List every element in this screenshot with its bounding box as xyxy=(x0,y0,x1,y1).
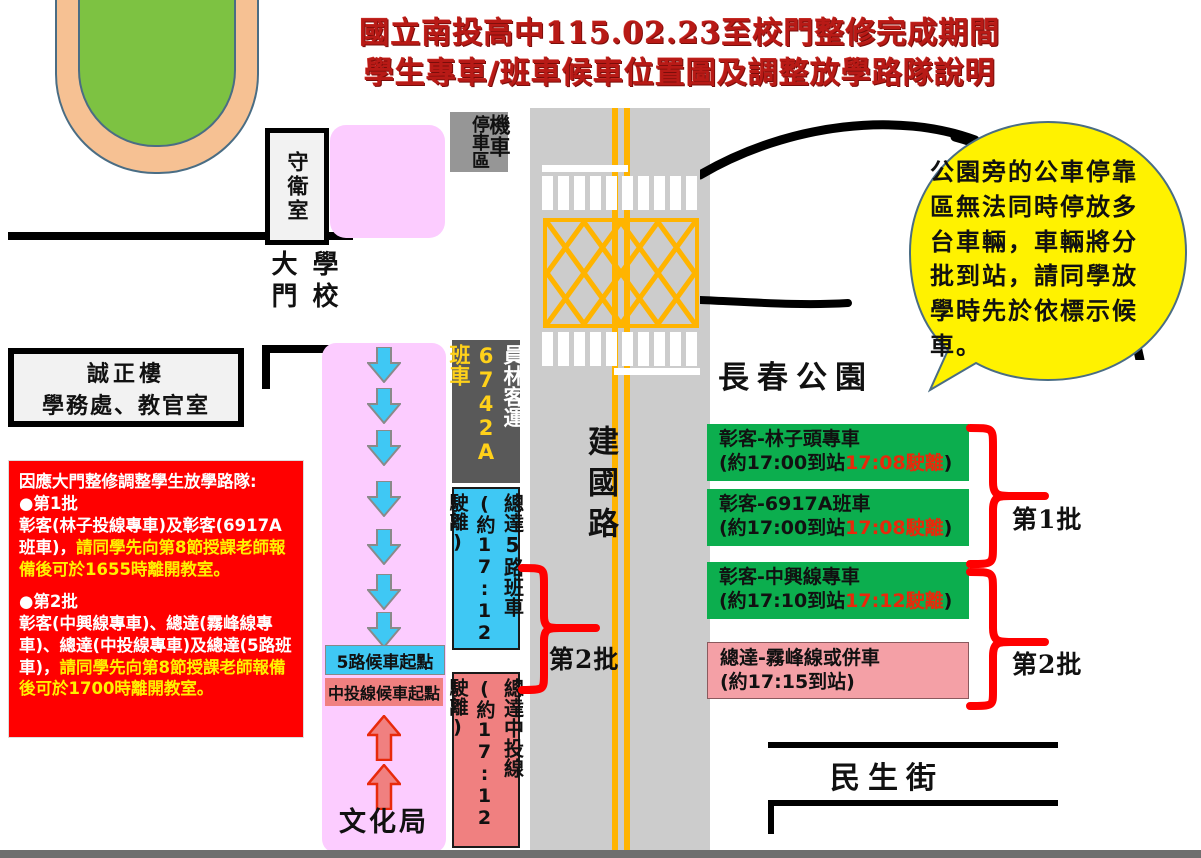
page-title: 國立南投高中115.02.23至校門整修完成期間 學生專車/班車候車位置圖及調整… xyxy=(280,14,1080,93)
bus-box-zhongxing: 彰客-中興線專車 (約17:10到站17:12駛離) xyxy=(707,562,969,619)
notice-batch1-plain: 彰客(林子投線專車)及彰客(6917A班車)， xyxy=(19,515,282,557)
bus-box-zhongxing-name: 彰客-中興線專車 xyxy=(719,566,860,588)
gate-label-right: 大門 xyxy=(267,250,297,314)
stop-marker-route5: 5路候車起點 xyxy=(325,645,445,675)
bus-box-zhongxing-time: (約17:10到站17:12駛離) xyxy=(719,590,969,614)
vertical-box-zongda-chungtou: 總達中投線 (約17:12駛離) xyxy=(447,672,525,848)
down-arrow-icon xyxy=(367,529,401,565)
vertical-box-zongda-route5-detail: (約17:12駛離) xyxy=(446,493,496,644)
up-arrow-icon xyxy=(367,715,401,761)
title-line-1: 國立南投高中115.02.23至校門整修完成期間 xyxy=(359,16,1001,51)
road-center-line-right xyxy=(624,108,630,850)
notice-batch1-body: 彰客(林子投線專車)及彰客(6917A班車)，請同學先向第8節授課老師報備後可於… xyxy=(19,515,295,581)
vertical-box-yuanlin-name: 員林客運 xyxy=(501,344,525,428)
vertical-box-zongda-route5: 總達5路班車 (約17:12駛離) xyxy=(447,487,525,650)
notice-batch1-title: ●第1批 xyxy=(19,493,78,513)
building-name: 誠正樓 xyxy=(86,360,165,387)
campus-wall-right xyxy=(262,345,358,353)
vertical-box-yuanlin: 員林客運 6742A班車 xyxy=(447,340,525,483)
school-gate-label: 大門 學校 xyxy=(258,250,348,314)
campus-plaza-area xyxy=(330,125,445,238)
guard-room-label: 守衛室 xyxy=(285,150,310,223)
bus-box-linzitou-name: 彰客-林子頭專車 xyxy=(719,428,860,450)
street-line-bottom xyxy=(768,800,1058,806)
bus-box-6917a-time: (約17:00到站17:08駛離) xyxy=(719,517,969,541)
bus-arrive-text: (約17:00到站 xyxy=(719,516,846,539)
bus-depart-text: 17:12駛離 xyxy=(845,589,944,612)
notice-batch2-plain: 彰客(中興線專車)、總達(霧峰線專車)、總達(中投線專車)及總達(5路班車)， xyxy=(19,613,292,677)
vertical-box-zongda-chungtou-detail: (約17:12駛離) xyxy=(446,678,496,829)
speech-bubble-text: 公園旁的公車停靠區無法同時停放多台車輛，車輛將分批到站，請同學放學時先於依標示候… xyxy=(930,157,1138,360)
up-arrow-icon xyxy=(367,764,401,810)
campus-wall-right-vertical xyxy=(262,345,270,389)
notice-batch2-body: 彰客(中興線專車)、總達(霧峰線專車)、總達(中投線專車)及總達(5路班車)，請… xyxy=(19,613,295,701)
stop-marker-chungtou: 中投線候車起點 xyxy=(325,678,443,706)
bus-box-linzitou: 彰客-林子頭專車 (約17:00到站17:08駛離) xyxy=(707,424,969,481)
stop-marker-route5-label: 5路候車起點 xyxy=(336,652,434,673)
bus-paren-close: ) xyxy=(943,451,953,474)
vertical-box-zongda-chungtou-name: 總達中投線 xyxy=(500,678,525,778)
building-chengzheng-box: 誠正樓 學務處、教官室 xyxy=(8,348,244,427)
vertical-box-yuanlin-detail: 6742A班車 xyxy=(447,344,498,464)
gate-label-left: 學校 xyxy=(308,250,338,314)
notice-heading: 因應大門整修調整學生放學路隊: xyxy=(19,472,257,491)
walking-corridor xyxy=(322,343,446,853)
batch-label-1-right: 第1批 xyxy=(1012,505,1083,534)
down-arrow-icon xyxy=(367,612,401,648)
bus-paren-close: ) xyxy=(943,516,953,539)
bus-depart-text: 17:08駛離 xyxy=(845,451,944,474)
batch-label-2-center: 第2批 xyxy=(549,645,620,674)
bus-arrive-text: (約17:10到站 xyxy=(719,589,846,612)
bus-box-6917a-name: 彰客-6917A班車 xyxy=(719,493,871,515)
notice-batch2-title: ●第2批 xyxy=(19,591,78,611)
road-center-line-left xyxy=(612,108,618,850)
park-name-label: 長春公園 xyxy=(718,360,874,396)
street-line-top xyxy=(768,742,1058,748)
bus-arrive-text: (約17:00到站 xyxy=(719,451,846,474)
notice-red-box: 因應大門整修調整學生放學路隊: ●第1批 彰客(林子投線專車)及彰客(6917A… xyxy=(8,460,304,738)
bus-box-linzitou-time: (約17:00到站17:08駛離) xyxy=(719,452,969,476)
crosswalk-top xyxy=(542,176,700,210)
bus-paren-close: ) xyxy=(943,589,953,612)
batch-brackets-right xyxy=(966,424,1049,710)
down-arrow-icon xyxy=(367,347,401,383)
motorcycle-parking-label: 停車區 xyxy=(469,115,490,169)
notice-spacer xyxy=(19,581,295,591)
motorcycle-parking-box: 停車區 xyxy=(450,112,508,172)
down-arrow-icon xyxy=(367,388,401,424)
building-offices: 學務處、教官室 xyxy=(41,392,210,419)
guard-room-box: 守衛室 xyxy=(265,128,329,245)
bus-box-wufeng: 總達-霧峰線或併車 (約17:15到站) xyxy=(707,642,969,699)
campus-wall-left xyxy=(8,232,353,240)
stop-marker-chungtou-label: 中投線候車起點 xyxy=(327,684,440,703)
down-arrow-icon xyxy=(367,430,401,466)
bottom-bar xyxy=(0,850,1201,858)
culture-bureau-label: 文化局 xyxy=(339,807,429,838)
down-arrow-icon xyxy=(367,574,401,610)
road-surface xyxy=(530,108,710,850)
street-name-label: 民生街 xyxy=(830,761,944,796)
motorcycle-parking-prefix: 機車 xyxy=(487,114,512,158)
title-line-2: 學生專車/班車候車位置圖及調整放學路隊說明 xyxy=(364,55,996,91)
speech-bubble-shape xyxy=(908,120,1188,393)
road-stop-bar-top xyxy=(542,165,628,172)
batch-label-2-right: 第2批 xyxy=(1012,650,1083,679)
sports-field xyxy=(78,0,236,147)
down-arrow-icon xyxy=(367,481,401,517)
bus-box-wufeng-time: (約17:15到站) xyxy=(720,670,855,693)
street-line-vertical xyxy=(768,800,774,834)
vertical-box-zongda-route5-name: 總達5路班車 xyxy=(500,493,525,617)
yellow-box-junction xyxy=(543,218,699,328)
crosswalk-bottom xyxy=(542,332,700,366)
batch-bracket-center xyxy=(518,564,600,694)
road-name-label: 建國路 xyxy=(582,425,618,548)
notice-batch1-highlight: 請同學先向第8節授課老師報備後可於1655時離開教室。 xyxy=(19,537,286,579)
bus-depart-text: 17:08駛離 xyxy=(845,516,944,539)
notice-batch2-highlight: 請同學先向第8節授課老師報備後可於1700時離開教室。 xyxy=(19,657,286,699)
road-stop-bar-bottom xyxy=(614,368,700,375)
bus-box-wufeng-name: 總達-霧峰線或併車 xyxy=(720,647,880,669)
bus-box-6917a: 彰客-6917A班車 (約17:00到站17:08駛離) xyxy=(707,489,969,546)
